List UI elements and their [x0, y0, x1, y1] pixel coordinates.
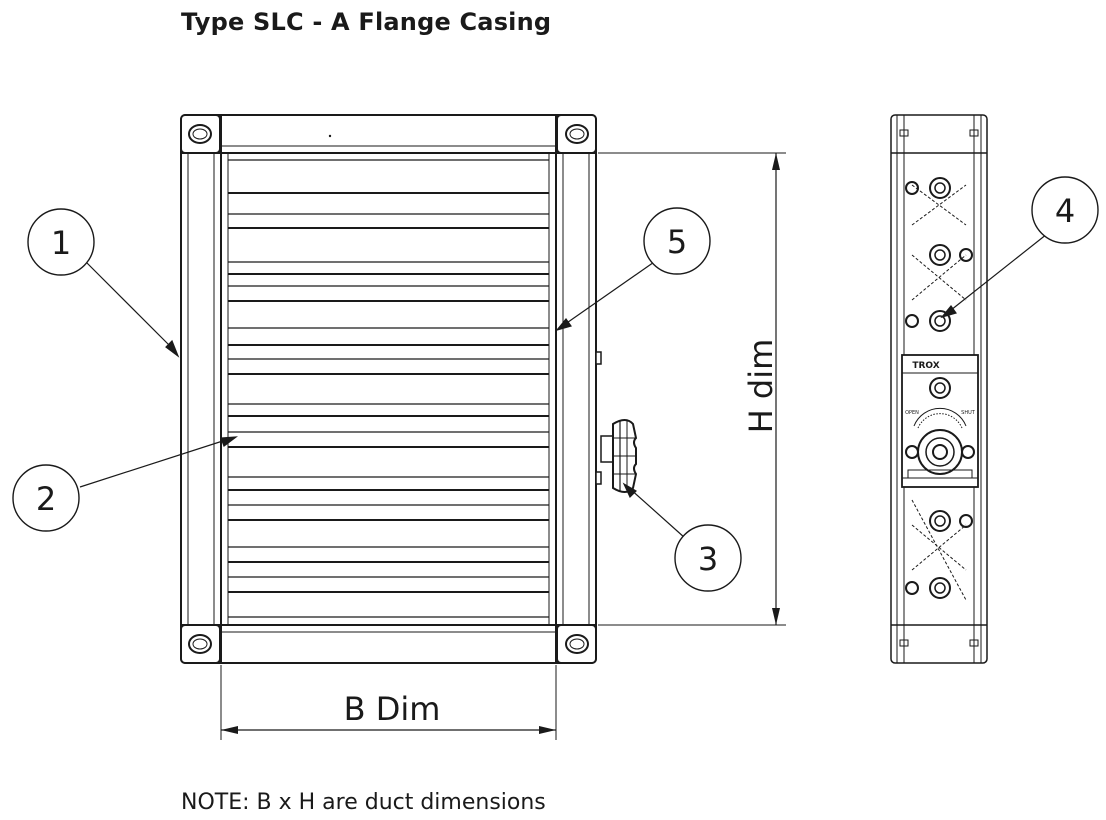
callout-number: 1	[51, 224, 71, 262]
callout-bubble-5: 5	[643, 207, 711, 275]
linkage-bars	[911, 184, 967, 601]
callout-number: 3	[698, 540, 718, 578]
drawing-title: Type SLC - A Flange Casing	[181, 8, 552, 36]
blade-area	[220, 152, 557, 626]
corner-lug-top-left	[180, 114, 221, 154]
right-side-rail	[555, 152, 597, 626]
top-flange-rail	[220, 114, 557, 154]
bottom-flange-rail	[220, 624, 557, 664]
front-view	[180, 114, 638, 664]
side-view-brand-text: TROX	[912, 361, 939, 371]
dimension-note: NOTE: B x H are duct dimensions	[181, 790, 546, 815]
callout-number: 2	[36, 480, 56, 518]
side-view-shut-text: SHUT	[961, 410, 976, 416]
corner-lug-bottom-right	[556, 624, 597, 664]
left-side-rail	[180, 152, 222, 626]
callout-leaders	[79, 233, 1048, 539]
damper-blades	[228, 159, 549, 618]
width-dimension-label: B Dim	[344, 690, 441, 728]
hand-wheel	[600, 419, 638, 493]
height-dimension-label: H dim	[742, 339, 780, 434]
side-view	[890, 114, 988, 664]
dimension-lines	[220, 152, 786, 740]
corner-lug-bottom-left	[180, 624, 221, 664]
actuator-plate	[901, 354, 979, 488]
side-view-open-text: OPEN	[905, 410, 919, 416]
corner-lug-top-right	[556, 114, 597, 154]
callout-number: 4	[1055, 192, 1075, 230]
callout-bubble-1: 1	[27, 208, 95, 276]
callout-bubble-3: 3	[674, 524, 742, 592]
callout-number: 5	[667, 223, 687, 261]
callout-bubble-2: 2	[12, 464, 80, 532]
callout-bubble-4: 4	[1031, 176, 1099, 244]
